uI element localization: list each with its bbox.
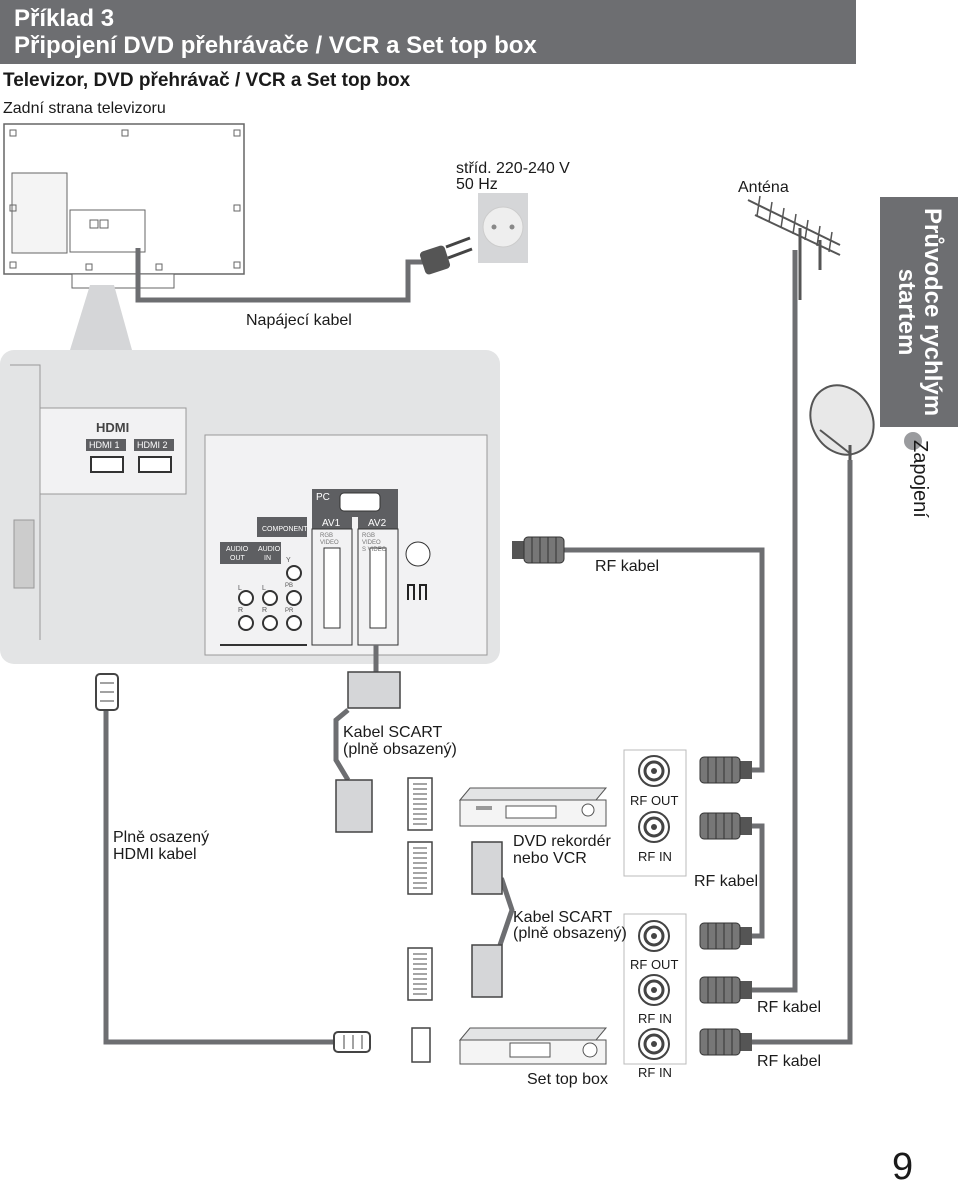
tv-terminal-panel: [0, 350, 500, 664]
section-bullet-icon: [904, 432, 922, 450]
dvd-label-line2: nebo VCR: [513, 850, 587, 867]
power-cable-label: Napájecí kabel: [246, 312, 352, 329]
rf-in-label-3: RF IN: [638, 1065, 672, 1080]
section-name: Zapojení: [909, 440, 931, 518]
power-connection: [135, 193, 528, 303]
pc-label: PC: [316, 492, 330, 503]
scart-cable-1-line2: (plně obsazený): [343, 741, 457, 758]
power-voltage-line1: stříd. 220-240 V: [456, 160, 570, 177]
scart-cable-2-line2: (plně obsazený): [513, 925, 627, 942]
rf-out-label-2: RF OUT: [630, 957, 679, 972]
scart-plug-dvd-av2: [471, 841, 503, 895]
set-top-box-label: Set top box: [527, 1071, 608, 1088]
power-voltage-line2: 50 Hz: [456, 176, 498, 193]
quick-start-tab: [880, 197, 958, 427]
comp-y: Y: [286, 557, 291, 564]
dvd-scart-sockets: [407, 777, 433, 895]
audio-in-r: R: [262, 607, 267, 614]
av2-sub-2: VIDEO: [362, 540, 381, 546]
av1-sub-1: RGB: [320, 533, 333, 539]
antenna-label: Anténa: [738, 179, 789, 196]
rf-cable-label-mid: RF kabel: [694, 873, 759, 890]
dvd-recorder-icon: [458, 787, 608, 827]
av1-label: AV1: [322, 518, 341, 529]
av2-sub-1: RGB: [362, 533, 375, 539]
tv-back-label: Zadní strana televizoru: [3, 100, 166, 117]
rf-in-label-1: RF IN: [638, 849, 672, 864]
rf-cable-label-stb1: RF kabel: [757, 999, 822, 1016]
rf-cable-label-stb2: RF kabel: [757, 1053, 822, 1070]
av2-label: AV2: [368, 518, 387, 529]
rf-out-label-1: RF OUT: [630, 793, 679, 808]
audio-in-label-2: IN: [264, 555, 271, 562]
section-subtitle: Televizor, DVD přehrávač / VCR a Set top…: [3, 70, 411, 91]
audio-out-label-2: OUT: [230, 555, 246, 562]
example-number: Příklad 3: [14, 5, 115, 32]
comp-pr: PR: [285, 608, 294, 614]
scart-plug-tv: [347, 671, 401, 709]
page-title: Připojení DVD přehrávače / VCR a Set top…: [14, 32, 537, 59]
hdmi-plug-stb: [333, 1031, 371, 1053]
stb-sockets: [407, 947, 433, 1063]
rf-in-label-2: RF IN: [638, 1011, 672, 1026]
page-number: 9: [892, 1146, 914, 1188]
av2-sub-3: S VIDEO: [362, 547, 387, 553]
audio-in-l: L: [262, 585, 266, 592]
satellite-dish-icon: [809, 384, 875, 462]
antenna-icon: [747, 195, 841, 300]
hdmi-cable-line2: HDMI kabel: [113, 846, 197, 863]
comp-pb: PB: [285, 583, 293, 589]
hdmi-logo: HDMI: [96, 420, 129, 435]
set-top-box-icon: [458, 1027, 608, 1065]
hdmi-plug-tv: [95, 673, 119, 711]
hdmi-cable-line1: Plně osazený: [113, 829, 210, 846]
rf-cable-label-top: RF kabel: [595, 558, 660, 575]
panel-labels: HDMI HDMI 1 HDMI 2 PC COMPONENT AUDIO OU…: [89, 420, 387, 614]
hdmi1-label: HDMI 1: [89, 440, 120, 450]
rf-jacks: [623, 749, 687, 1065]
audio-out-r: R: [238, 607, 243, 614]
scart-plug-stb: [471, 944, 503, 998]
cables: [103, 250, 853, 1045]
audio-in-label-1: AUDIO: [258, 546, 281, 553]
av1-sub-2: VIDEO: [320, 540, 339, 546]
tv-back: [3, 123, 245, 350]
header-bar: Příklad 3 Připojení DVD přehrávače / VCR…: [0, 0, 856, 64]
scart-plug-dvd: [335, 779, 373, 833]
hdmi2-label: HDMI 2: [137, 440, 168, 450]
component-label: COMPONENT: [262, 526, 308, 533]
audio-out-l: L: [238, 585, 242, 592]
dvd-label-line1: DVD rekordér: [513, 833, 611, 850]
audio-out-label-1: AUDIO: [226, 546, 249, 553]
scart-cable-1-line1: Kabel SCART: [343, 724, 443, 741]
scart-cable-2-line1: Kabel SCART: [513, 909, 613, 926]
